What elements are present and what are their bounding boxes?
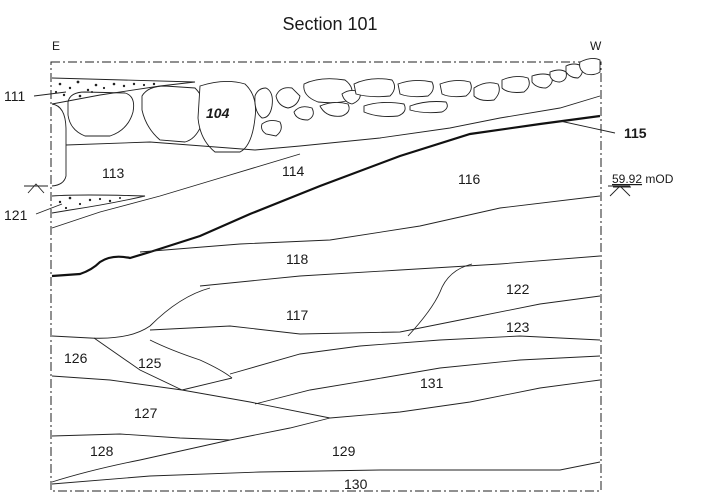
label-118: 118 [286, 251, 309, 267]
speckle-121 [58, 196, 121, 210]
layer-114-top [65, 95, 601, 151]
layer-125-base [181, 377, 233, 391]
label-131: 131 [420, 375, 444, 391]
layer-125-left [93, 337, 183, 391]
label-125: 125 [138, 355, 162, 371]
label-113: 113 [102, 165, 125, 181]
layer-123-base [229, 335, 601, 375]
section-title: Section 101 [282, 14, 377, 34]
layer-127-link [229, 417, 331, 441]
layer-117-base [149, 295, 601, 335]
layer-118-base [199, 255, 601, 287]
label-117: 117 [286, 307, 309, 323]
label-128: 128 [90, 443, 114, 459]
label-126: 126 [64, 350, 88, 366]
pit-113-outline [51, 103, 67, 187]
layer-116-base [139, 195, 601, 253]
layer-125-right [149, 339, 233, 379]
cut-115-line [51, 114, 601, 278]
east-marker: E [52, 39, 60, 53]
label-121: 121 [4, 207, 28, 223]
layer-122-left [407, 263, 473, 337]
datum-marker [24, 183, 631, 197]
layer-131-base [329, 379, 601, 419]
layer-121-outline [51, 194, 146, 214]
label-129: 129 [332, 443, 356, 459]
speckle-111 [54, 80, 156, 98]
datum-unit: mOD [642, 172, 674, 186]
west-marker: W [590, 39, 602, 53]
label-104: 104 [206, 105, 230, 121]
label-115: 115 [624, 125, 647, 141]
label-111: 111 [4, 88, 25, 104]
stones-104 [67, 57, 601, 153]
leader-115 [559, 120, 616, 134]
layer-111-outline [51, 77, 196, 105]
leader-121 [35, 203, 63, 215]
label-114: 114 [282, 163, 305, 179]
label-123: 123 [506, 319, 530, 335]
layer-127-base [51, 433, 231, 441]
layer-128-base [51, 439, 231, 483]
section-frame [50, 61, 602, 492]
datum-number: 59.92 [612, 172, 642, 186]
label-127: 127 [134, 405, 158, 421]
datum-value: 59.92 mOD [612, 172, 674, 186]
label-122: 122 [506, 281, 530, 297]
layer-113-base [51, 153, 301, 229]
layer-129-base [51, 461, 601, 485]
layer-117-left [51, 287, 211, 339]
label-116: 116 [458, 171, 481, 187]
layer-131-top [254, 355, 601, 405]
layer-126-base [51, 375, 331, 419]
label-130: 130 [344, 476, 368, 492]
leader-111 [33, 91, 67, 97]
